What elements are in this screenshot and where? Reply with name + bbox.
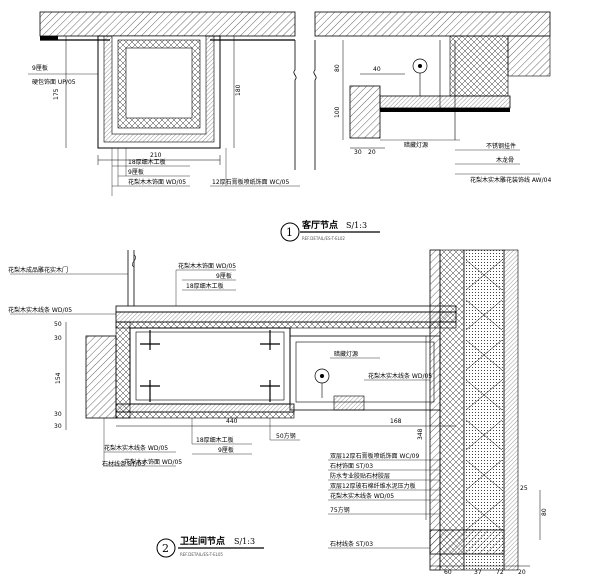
label-stone-face: 石材饰面 ST/03 [330, 462, 373, 470]
detail-2-number-circle [156, 538, 176, 558]
label-veneer-b: 花梨木木饰面 WD/05 [124, 458, 182, 466]
dim-440: 440 [226, 418, 238, 425]
dim-30b: 30 [54, 411, 62, 418]
dim-80: 80 [541, 508, 548, 516]
label-board9b: 9厘板 [128, 168, 144, 176]
label-board9b: 9厘板 [218, 446, 234, 454]
dim-37: 37 [474, 569, 482, 576]
label-stone-strip-b: 石材线条 ST/03 [330, 540, 373, 548]
dim-25: 25 [520, 485, 528, 492]
dim-60: 60 [444, 569, 452, 576]
label-plywood18: 18厚细木工板 [186, 282, 224, 290]
dim-80: 80 [334, 64, 341, 72]
detail-2-bathroom-node: 50 30 154 30 30 440 168 348 25 80 60 37 … [8, 249, 548, 576]
label-solid-strip: 花梨木实木雕花装饰线 AW/04 [470, 176, 551, 184]
dim-50: 50 [54, 321, 62, 328]
label-veneer-top: 花梨木木饰面 WD/05 [178, 262, 236, 270]
dim-72: 72 [496, 569, 504, 576]
detail-2-number: 2 [162, 542, 169, 555]
label-hidden-light: 暗藏灯源 [334, 350, 358, 358]
detail-2-title: 卫生间节点 [180, 535, 225, 547]
detail-1-ref: REF.DETAIL/ES-T-EL02 [302, 236, 345, 241]
dim-154: 154 [55, 372, 62, 384]
label-board9: 9厘板 [216, 272, 232, 280]
detail-1-number-circle [280, 222, 300, 242]
label-soft-pack: 硬包饰面 UP/05 [32, 78, 76, 86]
label-solid-strip-r: 花梨木实木线条 WD/05 [368, 372, 432, 380]
dim-40: 40 [373, 66, 381, 73]
dim-30c: 30 [54, 423, 62, 430]
label-plywood18: 18厚细木工板 [128, 158, 166, 166]
dim-180: 180 [235, 84, 242, 96]
label-solid-strip: 花梨木实木线条 WD/05 [8, 306, 72, 314]
label-steel50: 50方钢 [276, 432, 296, 440]
label-hidden-light: 暗藏灯源 [404, 141, 428, 149]
label-carved-door: 花梨木成品雕花实木门 [8, 266, 68, 274]
label-solid-strip-b: 花梨木实木线条 WD/05 [104, 444, 168, 452]
dim-168: 168 [390, 418, 402, 425]
dim-30: 30 [54, 335, 62, 342]
ceiling-slab-right [314, 11, 551, 37]
dim-20: 20 [368, 149, 376, 156]
label-veneer: 花梨木木饰面 WD/05 [128, 178, 186, 186]
label-gypsum-double: 双层12厚石膏板喷纸饰面 WC/09 [330, 452, 420, 460]
detail-1-number: 1 [286, 226, 293, 239]
dim-348: 348 [417, 428, 424, 440]
ceiling-slab-left [39, 11, 296, 37]
dim-20: 20 [518, 569, 526, 576]
dim-210: 210 [150, 152, 162, 159]
dim-100: 100 [334, 106, 341, 118]
label-gypsum-fiber: 双层12厚玻石棉纤维水泥压力板 [330, 482, 416, 490]
detail-1-scale: S/1:3 [346, 221, 367, 230]
label-gypsum12: 12厚石膏板喷纸饰面 WC/05 [212, 178, 290, 186]
detail-1-title: 客厅节点 [301, 219, 338, 231]
label-stone-strip: 石材线条 ST/03 [102, 460, 145, 468]
label-wood-keel: 木龙骨 [496, 156, 514, 164]
label-steel-bracket: 不锈钢挂件 [486, 142, 516, 150]
label-waterproof: 防水专业胶贴石材胶层 [330, 472, 390, 480]
dim-175: 175 [53, 88, 60, 100]
detail-2-ref: REF.DETAIL/ES-T-EL05 [180, 552, 223, 557]
detail-1-living-room-node: 210 175 180 80 100 40 30 20 9厘板 硬包饰面 UP/… [28, 11, 551, 242]
label-steel75: 75方钢 [330, 506, 350, 514]
dim-30: 30 [354, 149, 362, 156]
label-plywood18b: 18厚细木工板 [196, 436, 234, 444]
label-solid-strip-c: 花梨木实木线条 WD/05 [330, 492, 394, 500]
label-board9: 9厘板 [32, 64, 48, 72]
detail-2-scale: S/1:3 [234, 537, 255, 546]
